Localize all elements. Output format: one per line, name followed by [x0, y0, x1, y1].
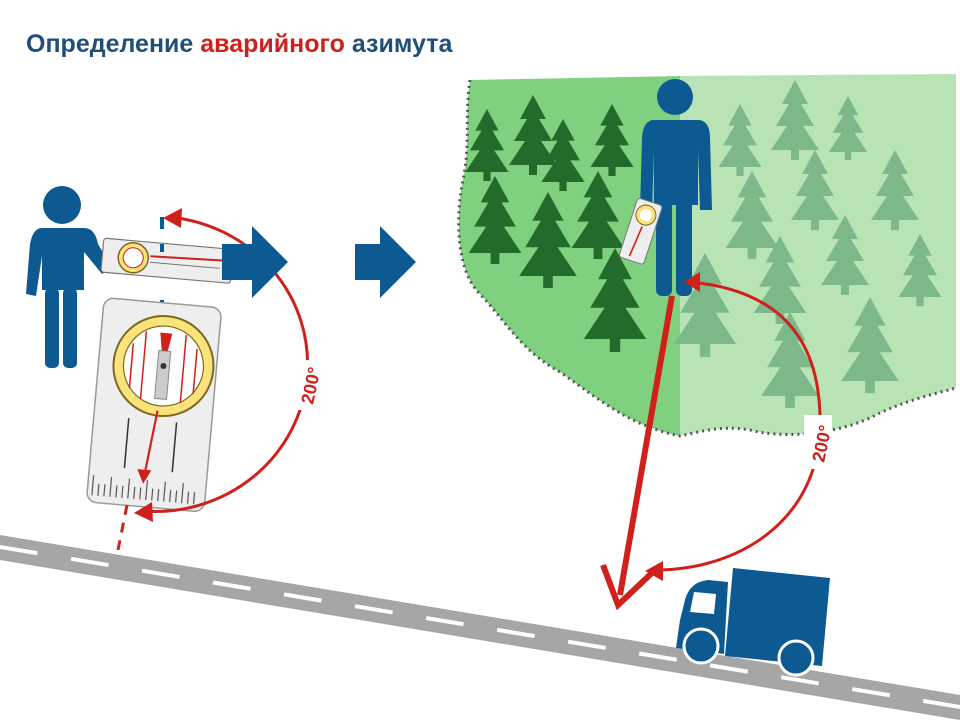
right-arc-arrowhead-bottom — [645, 561, 663, 581]
right-arc-arrowhead-top — [684, 272, 700, 292]
compass-needle-north — [160, 332, 173, 352]
person-right-body — [640, 120, 712, 210]
person-right-head — [657, 79, 693, 115]
person-right-leg-1 — [656, 200, 672, 296]
compass-held — [100, 237, 234, 284]
left-arc-arrowhead-top — [163, 208, 182, 228]
truck-cargo-box — [725, 568, 830, 666]
person-left-leg-2 — [63, 288, 77, 368]
person-left — [26, 186, 112, 368]
person-left-body — [26, 228, 112, 296]
title-part-2: азимута — [344, 30, 453, 58]
left-arc-arrowhead-bottom — [134, 502, 153, 522]
arrow-right-1 — [222, 226, 288, 298]
truck-icon — [676, 568, 830, 677]
compass-projection-line — [116, 504, 129, 551]
truck-wheel-front — [682, 627, 720, 665]
compass-big — [86, 297, 222, 513]
truck-wheel-rear — [777, 639, 815, 677]
person-right-leg-2 — [676, 200, 692, 296]
azimuth-direction-arrow — [617, 295, 675, 596]
compass-direction-line — [142, 410, 159, 480]
truck-window — [690, 592, 716, 614]
road-markings — [0, 545, 960, 709]
north-marker — [160, 217, 164, 229]
page-title: Определение аварийного азимута — [26, 30, 452, 59]
person-left-head — [43, 186, 81, 224]
azimuth-arrowhead — [600, 563, 657, 611]
title-accent: аварийного — [200, 30, 345, 58]
person-left-leg-1 — [45, 288, 59, 368]
compass-right — [618, 198, 663, 265]
forest — [457, 74, 957, 438]
title-part-1: Определение — [26, 30, 201, 58]
arrow-right-2 — [355, 226, 416, 298]
compass-needle-south — [154, 350, 172, 400]
road-surface — [0, 535, 960, 720]
person-right — [640, 79, 712, 296]
road — [0, 535, 960, 720]
